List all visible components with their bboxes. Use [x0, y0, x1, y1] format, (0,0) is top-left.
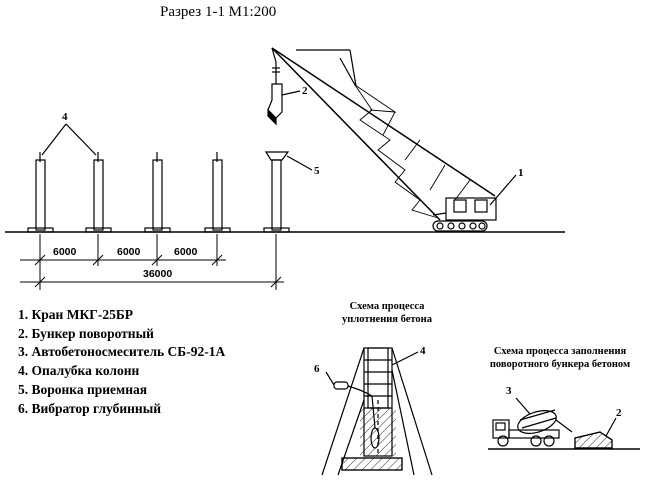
drawing-title: Разрез 1-1 М1:200 — [160, 4, 277, 20]
filling-scheme — [488, 409, 640, 450]
callout-6: 6 — [314, 363, 320, 375]
receiving-funnel — [264, 151, 290, 161]
legend-item-vibrator: 6. Вибратор глубинный — [18, 400, 162, 416]
callout-f3: 3 — [506, 385, 512, 397]
dimension-chain — [20, 234, 284, 290]
legend-item-funnel: 5. Воронка приемная — [18, 381, 148, 397]
crawler-crane — [271, 47, 497, 232]
column-formwork-5 — [263, 159, 290, 233]
callout-4-leaders — [41, 123, 97, 156]
column-formwork-3 — [144, 152, 171, 233]
dimension-span-1: 6000 — [53, 246, 77, 258]
callout-f3-leader — [515, 397, 531, 415]
callout-1: 1 — [518, 167, 524, 179]
caption-filling-scheme: Схема процесса заполнения поворотного бу… — [470, 345, 650, 371]
callout-5-leader — [286, 155, 313, 171]
legend-item-hopper: 2. Бункер поворотный — [18, 325, 154, 341]
caption-filling-line1: Схема процесса заполнения — [493, 346, 627, 357]
callout-f2: 2 — [616, 407, 622, 419]
legend-list: 1. Кран МКГ-25БР 2. Бункер поворотный 3.… — [18, 306, 225, 418]
dimension-span-3: 6000 — [174, 246, 198, 258]
legend-item-crane: 1. Кран МКГ-25БР — [18, 307, 133, 322]
callout-1-leader — [489, 174, 517, 206]
caption-compaction-line2: уплотнения бетона — [342, 314, 432, 325]
legend-item-mixer-truck: 3. Автобетоносмеситель СБ-92-1А — [18, 344, 226, 360]
caption-filling-line2: поворотного бункера бетоном — [489, 359, 631, 370]
column-formwork-1 — [27, 152, 54, 233]
caption-compaction-line1: Схема процесса — [349, 301, 425, 312]
column-formwork-4 — [204, 152, 231, 233]
callout-f2-leader — [605, 417, 617, 437]
legend-item-formwork: 4. Опалубка колонн — [18, 363, 140, 379]
callout-s4-leader — [391, 351, 419, 366]
callout-5: 5 — [314, 165, 320, 177]
callout-4: 4 — [62, 111, 68, 123]
caption-compaction-scheme: Схема процесса уплотнения бетона — [322, 300, 452, 326]
compaction-scheme — [321, 347, 433, 476]
callout-6-leader — [325, 371, 335, 386]
column-formwork-2 — [85, 152, 112, 233]
rotary-hopper — [267, 83, 283, 126]
callout-s4: 4 — [420, 345, 426, 357]
callout-2-leader — [281, 90, 301, 96]
dimension-total: 36000 — [143, 268, 172, 280]
callout-2: 2 — [302, 85, 308, 97]
dimension-span-2: 6000 — [117, 246, 141, 258]
